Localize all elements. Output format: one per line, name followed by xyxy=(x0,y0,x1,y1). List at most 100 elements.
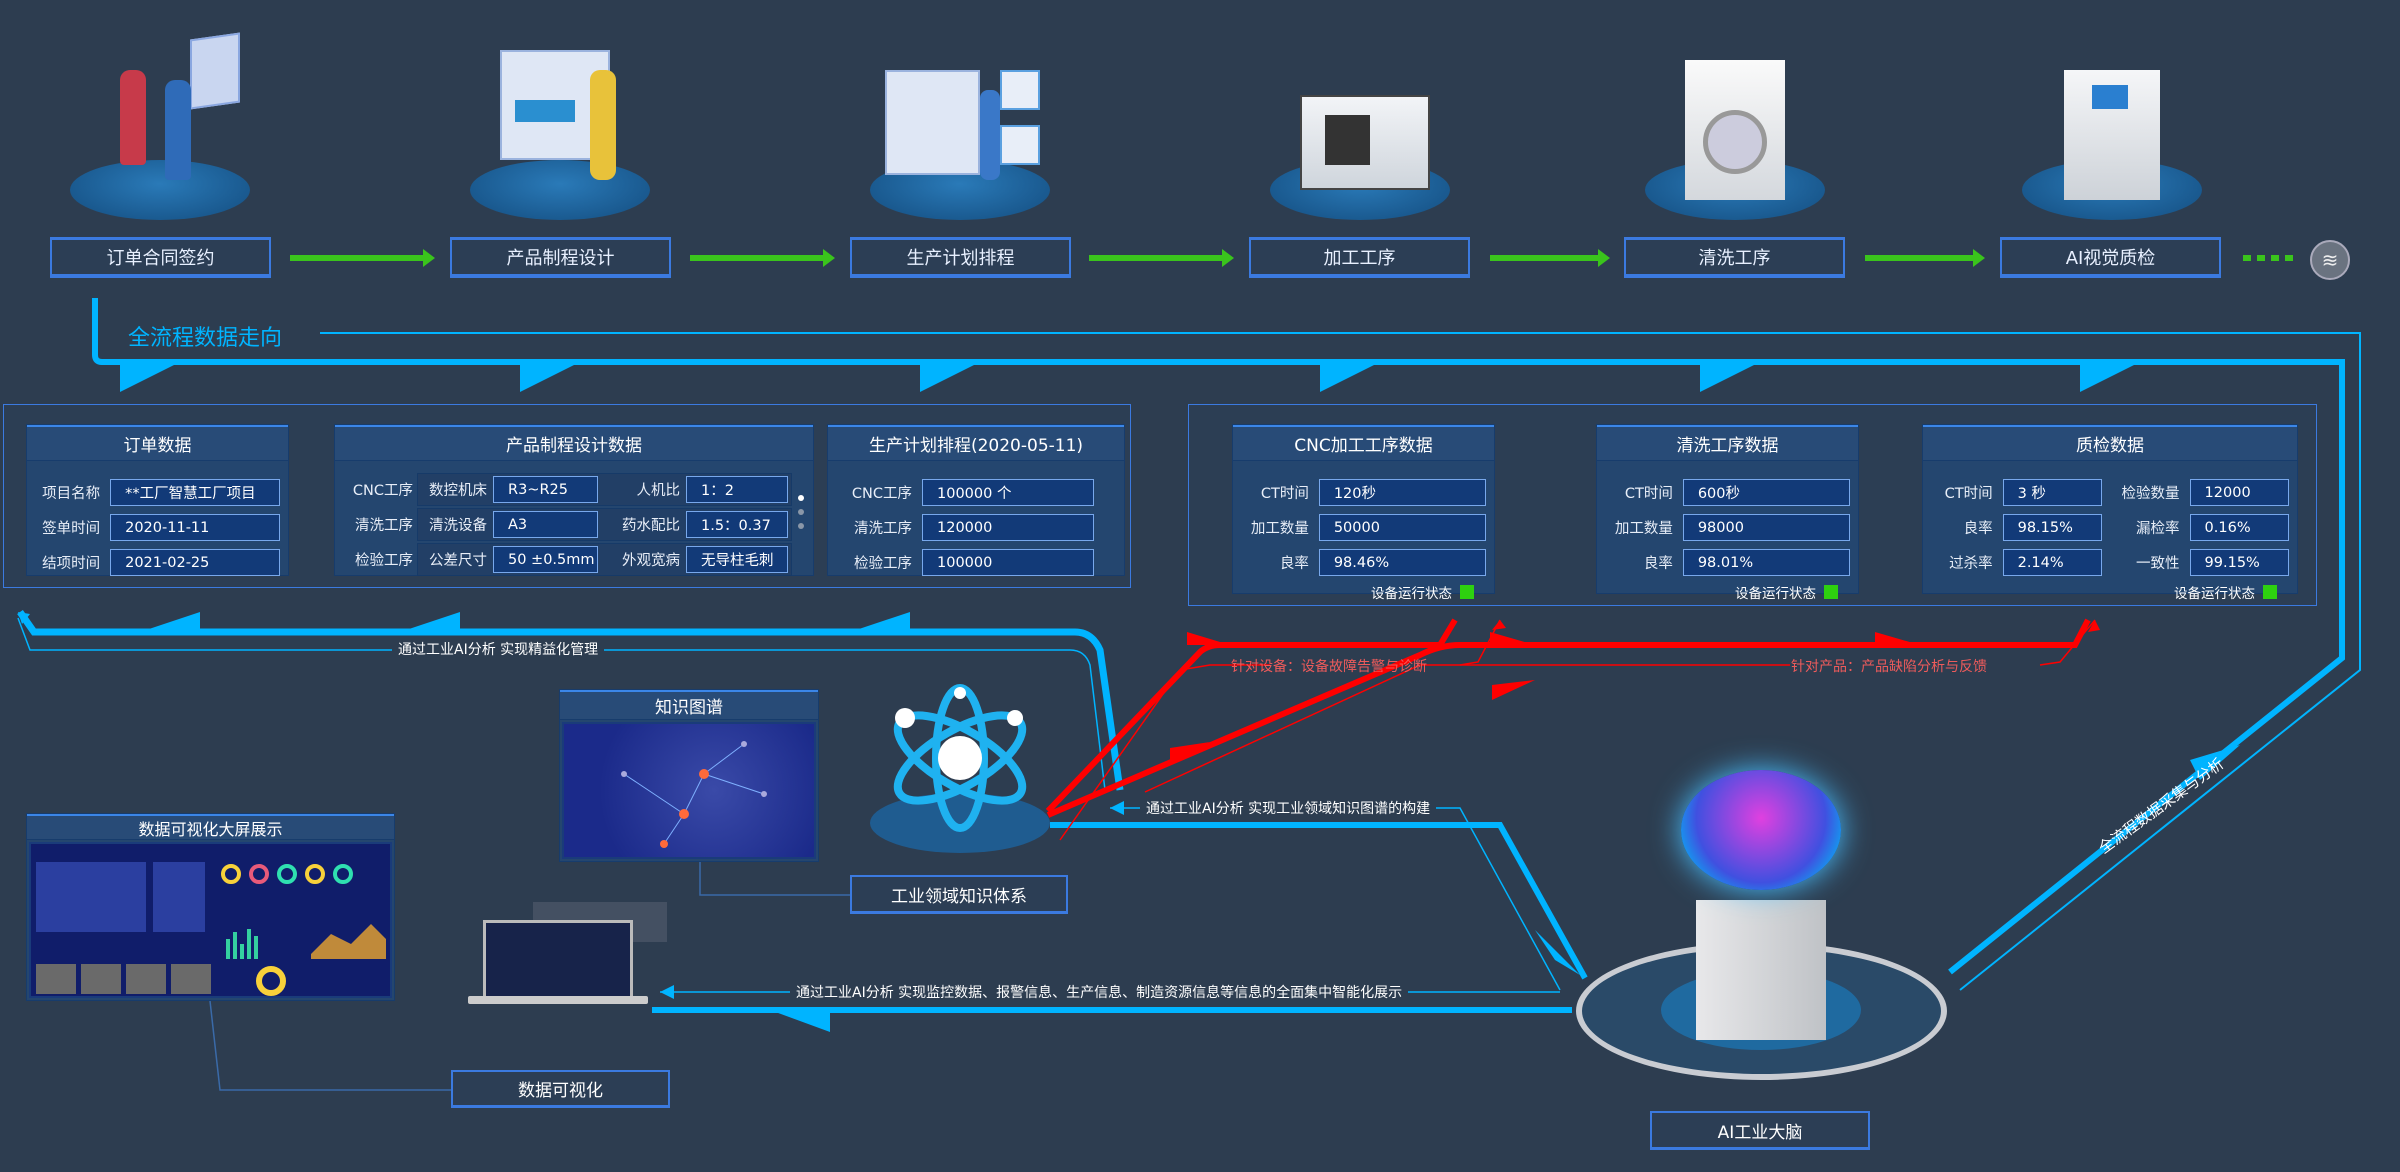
section-label: 清洗工序 xyxy=(355,518,413,534)
field-value[interactable]: 98.15% xyxy=(2002,514,2103,541)
field-label: 加工数量 xyxy=(1250,521,1309,537)
design-data-card-title: 产品制程设计数据 xyxy=(335,425,813,461)
field-label: CT时间 xyxy=(1260,486,1309,502)
datavis-connector xyxy=(209,1000,451,1091)
big-screen-card[interactable]: 数据可视化大屏展示 xyxy=(26,813,395,1001)
pager-dots[interactable] xyxy=(798,495,806,537)
flow-line-top xyxy=(92,298,2345,975)
field-label: 签单时间 xyxy=(42,521,101,537)
big-screen-preview-image xyxy=(29,842,392,998)
handshake-illustration xyxy=(70,30,250,220)
flow-title: 全流程数据走向 xyxy=(128,326,283,351)
field-label: 良率 xyxy=(1963,521,1993,537)
qc-data-card-title: 质检数据 xyxy=(1923,425,2297,461)
stage-label: 生产计划排程 xyxy=(906,248,1015,269)
field-label: 良率 xyxy=(1643,556,1673,572)
field-value[interactable]: 98000 xyxy=(1682,514,1850,541)
field-value[interactable]: 98.46% xyxy=(1318,549,1486,576)
stage-ai-vision-qc[interactable]: AI视觉质检 xyxy=(2000,237,2221,278)
cnc-data-card-title: CNC加工工序数据 xyxy=(1233,425,1494,461)
status-label: 设备运行状态 xyxy=(1371,586,1452,602)
display-annotation: 通过工业AI分析 实现监控数据、报警信息、生产信息、制造资源信息等信息的全面集中… xyxy=(790,982,1409,1002)
field-value[interactable]: R3~R25 xyxy=(493,476,598,503)
field-value[interactable]: 50000 xyxy=(1318,514,1486,541)
data-row: 项目名称**工厂智慧工厂项目 xyxy=(35,479,280,506)
field-label: 结项时间 xyxy=(42,556,101,572)
washing-machine-illustration xyxy=(1645,30,1825,220)
field-value[interactable]: 120秒 xyxy=(1318,479,1486,506)
stage-production-planning[interactable]: 生产计划排程 xyxy=(850,237,1071,278)
field-value[interactable]: 2.14% xyxy=(2002,549,2103,576)
knowledge-graph-image xyxy=(562,722,816,859)
field-value[interactable]: 50 ±0.5mm xyxy=(493,546,598,573)
field-value[interactable]: A3 xyxy=(493,511,598,538)
plan-data-card-title: 生产计划排程(2020-05-11) xyxy=(828,425,1124,461)
pager-dot[interactable] xyxy=(798,523,804,529)
field-value[interactable]: 2020-11-11 xyxy=(110,514,280,541)
field-value[interactable]: 100000 个 xyxy=(922,479,1094,506)
field-value[interactable]: 99.15% xyxy=(2189,549,2289,576)
field-value[interactable]: 600秒 xyxy=(1682,479,1850,506)
stage-machining[interactable]: 加工工序 xyxy=(1249,237,1470,278)
flow-arrow xyxy=(690,249,835,267)
field-value[interactable]: 3 秒 xyxy=(2002,479,2103,506)
data-row: CT时间 120秒 xyxy=(1241,479,1486,506)
pager-dot[interactable] xyxy=(798,509,804,515)
stage-label: 清洗工序 xyxy=(1698,248,1771,269)
ai-industrial-brain-box[interactable]: AI工业大脑 xyxy=(1650,1111,1870,1150)
data-row: 加工数量 50000 xyxy=(1241,514,1486,541)
field-label: 加工数量 xyxy=(1614,521,1673,537)
stage-label: AI视觉质检 xyxy=(2065,248,2156,269)
big-screen-title: 数据可视化大屏展示 xyxy=(27,814,394,840)
knowledge-graph-card[interactable]: 知识图谱 xyxy=(559,689,819,862)
data-row: 结项时间 2021-02-25 xyxy=(35,549,280,576)
field-label: 清洗设备 xyxy=(429,518,487,534)
stage-order-contract[interactable]: 订单合同签约 xyxy=(50,237,271,278)
field-value[interactable]: 1：2 xyxy=(686,476,788,503)
kg-connector xyxy=(699,862,850,896)
section-label: 检验工序 xyxy=(355,553,413,569)
field-value[interactable]: 2021-02-25 xyxy=(110,549,280,576)
layers-icon[interactable]: ≋ xyxy=(2310,240,2350,280)
device-annotation: 针对设备：设备故障告警与诊断 xyxy=(1231,659,1427,675)
field-label: 数控机床 xyxy=(429,483,487,499)
equipment-status: 设备运行状态 xyxy=(1241,582,1486,602)
dotted-continuation xyxy=(2243,255,2295,261)
field-label: 清洗工序 xyxy=(854,521,912,537)
kg-annotation: 通过工业AI分析 实现工业领域知识图谱的构建 xyxy=(1140,798,1437,818)
pager-dot[interactable] xyxy=(798,495,804,501)
stage-label: 订单合同签约 xyxy=(106,248,215,269)
field-value[interactable]: 100000 xyxy=(922,549,1094,576)
field-value[interactable]: 120000 xyxy=(922,514,1094,541)
data-visualization-box[interactable]: 数据可视化 xyxy=(451,1070,670,1108)
field-label: CNC工序 xyxy=(851,486,912,502)
status-indicator xyxy=(1460,585,1474,599)
field-value[interactable]: 0.16% xyxy=(2189,514,2289,541)
feedback-line-lean xyxy=(17,609,1124,791)
field-value[interactable]: 无导柱毛刺 xyxy=(686,546,788,573)
field-value[interactable]: 98.01% xyxy=(1682,549,1850,576)
kg-line xyxy=(1050,822,1588,980)
field-value[interactable]: 12000 xyxy=(2189,479,2289,506)
flow-arrow xyxy=(1089,249,1234,267)
product-annotation: 针对产品：产品缺陷分析与反馈 xyxy=(1791,659,1987,675)
stage-cleaning[interactable]: 清洗工序 xyxy=(1624,237,1845,278)
field-label: 外观宽病 xyxy=(622,553,680,569)
product-feedback-thin xyxy=(1144,619,2096,793)
field-value[interactable]: 1.5：0.37 xyxy=(686,511,788,538)
stage-process-design[interactable]: 产品制程设计 xyxy=(450,237,671,278)
field-label: 公差尺寸 xyxy=(429,553,487,569)
industry-knowledge-system-box[interactable]: 工业领域知识体系 xyxy=(850,875,1068,914)
status-label: 设备运行状态 xyxy=(2174,586,2255,602)
field-label: 过杀率 xyxy=(1949,556,1993,572)
equipment-status: 设备运行状态 xyxy=(1605,582,1850,602)
field-value[interactable]: **工厂智慧工厂项目 xyxy=(110,479,280,506)
